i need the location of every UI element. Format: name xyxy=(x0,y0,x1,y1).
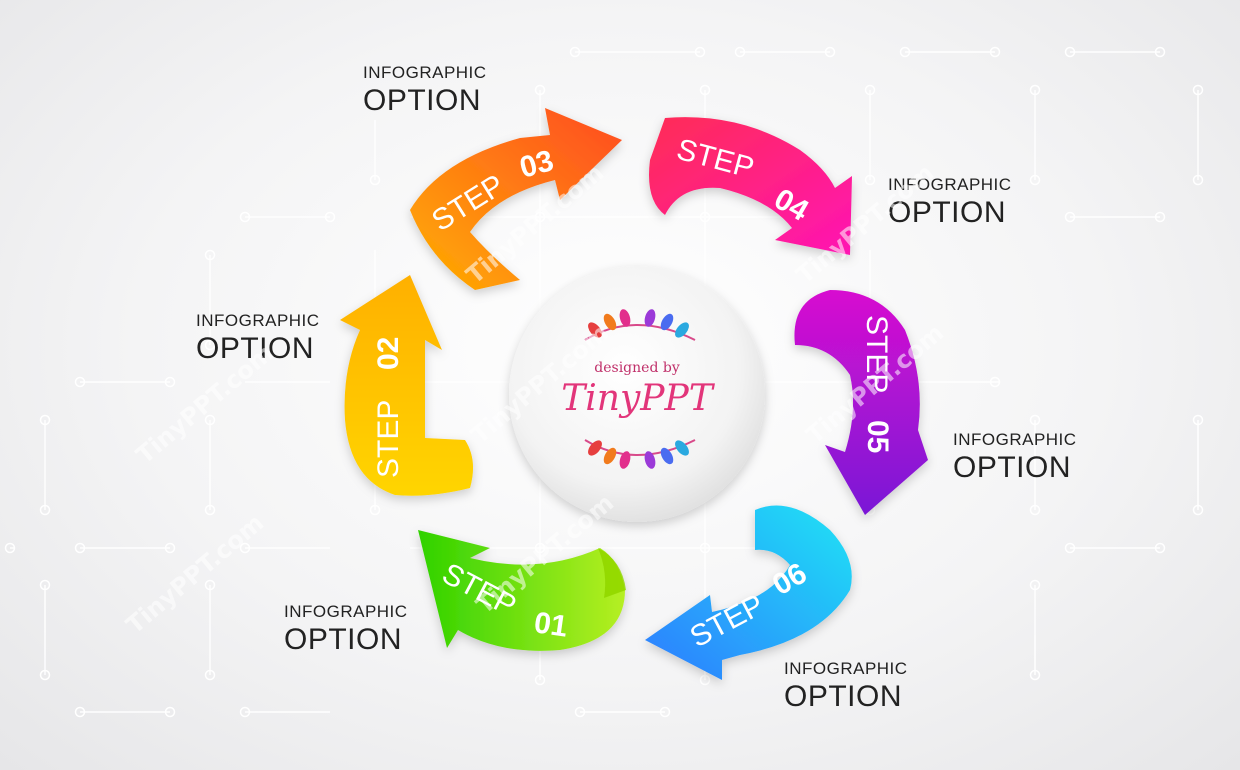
step-02-label: STEP xyxy=(372,400,405,478)
step-05-option: INFOGRAPHIC OPTION xyxy=(953,431,1077,483)
step-03-arrow: STEP 03 xyxy=(410,108,622,290)
option-big-text: OPTION xyxy=(784,680,903,713)
laurel-top-icon xyxy=(584,309,696,341)
option-big-text: OPTION xyxy=(196,332,315,365)
step-02-option: INFOGRAPHIC OPTION xyxy=(196,312,320,364)
option-small-text: INFOGRAPHIC xyxy=(953,430,1077,449)
option-small-text: INFOGRAPHIC xyxy=(784,659,908,678)
step-06-arrow: STEP 06 xyxy=(645,505,852,680)
step-02-number: 02 xyxy=(372,337,405,370)
option-small-text: INFOGRAPHIC xyxy=(284,602,408,621)
option-small-text: INFOGRAPHIC xyxy=(363,63,487,82)
step-05-number: 05 xyxy=(861,420,894,453)
option-big-text: OPTION xyxy=(953,451,1072,484)
logo-top-text: designed by xyxy=(594,360,680,376)
step-01-arrow: STEP 01 xyxy=(418,530,626,651)
option-big-text: OPTION xyxy=(888,196,1007,229)
option-big-text: OPTION xyxy=(363,84,482,117)
laurel-bottom-icon xyxy=(584,439,696,469)
step-01-number: 01 xyxy=(532,606,570,643)
logo-main-text: TinyPPT xyxy=(561,378,715,419)
center-disc: designed by TinyPPT xyxy=(509,266,765,522)
step-05-label: STEP xyxy=(860,315,893,393)
step-04-option: INFOGRAPHIC OPTION xyxy=(888,176,1012,228)
step-05-arrow: STEP 05 xyxy=(794,290,928,515)
option-small-text: INFOGRAPHIC xyxy=(196,311,320,330)
option-big-text: OPTION xyxy=(284,623,403,656)
step-02-arrow: STEP 02 xyxy=(340,275,474,496)
step-04-arrow: STEP 04 xyxy=(649,117,852,255)
step-06-option: INFOGRAPHIC OPTION xyxy=(784,660,908,712)
option-small-text: INFOGRAPHIC xyxy=(888,175,1012,194)
step-03-option: INFOGRAPHIC OPTION xyxy=(363,64,487,116)
step-01-option: INFOGRAPHIC OPTION xyxy=(284,603,408,655)
